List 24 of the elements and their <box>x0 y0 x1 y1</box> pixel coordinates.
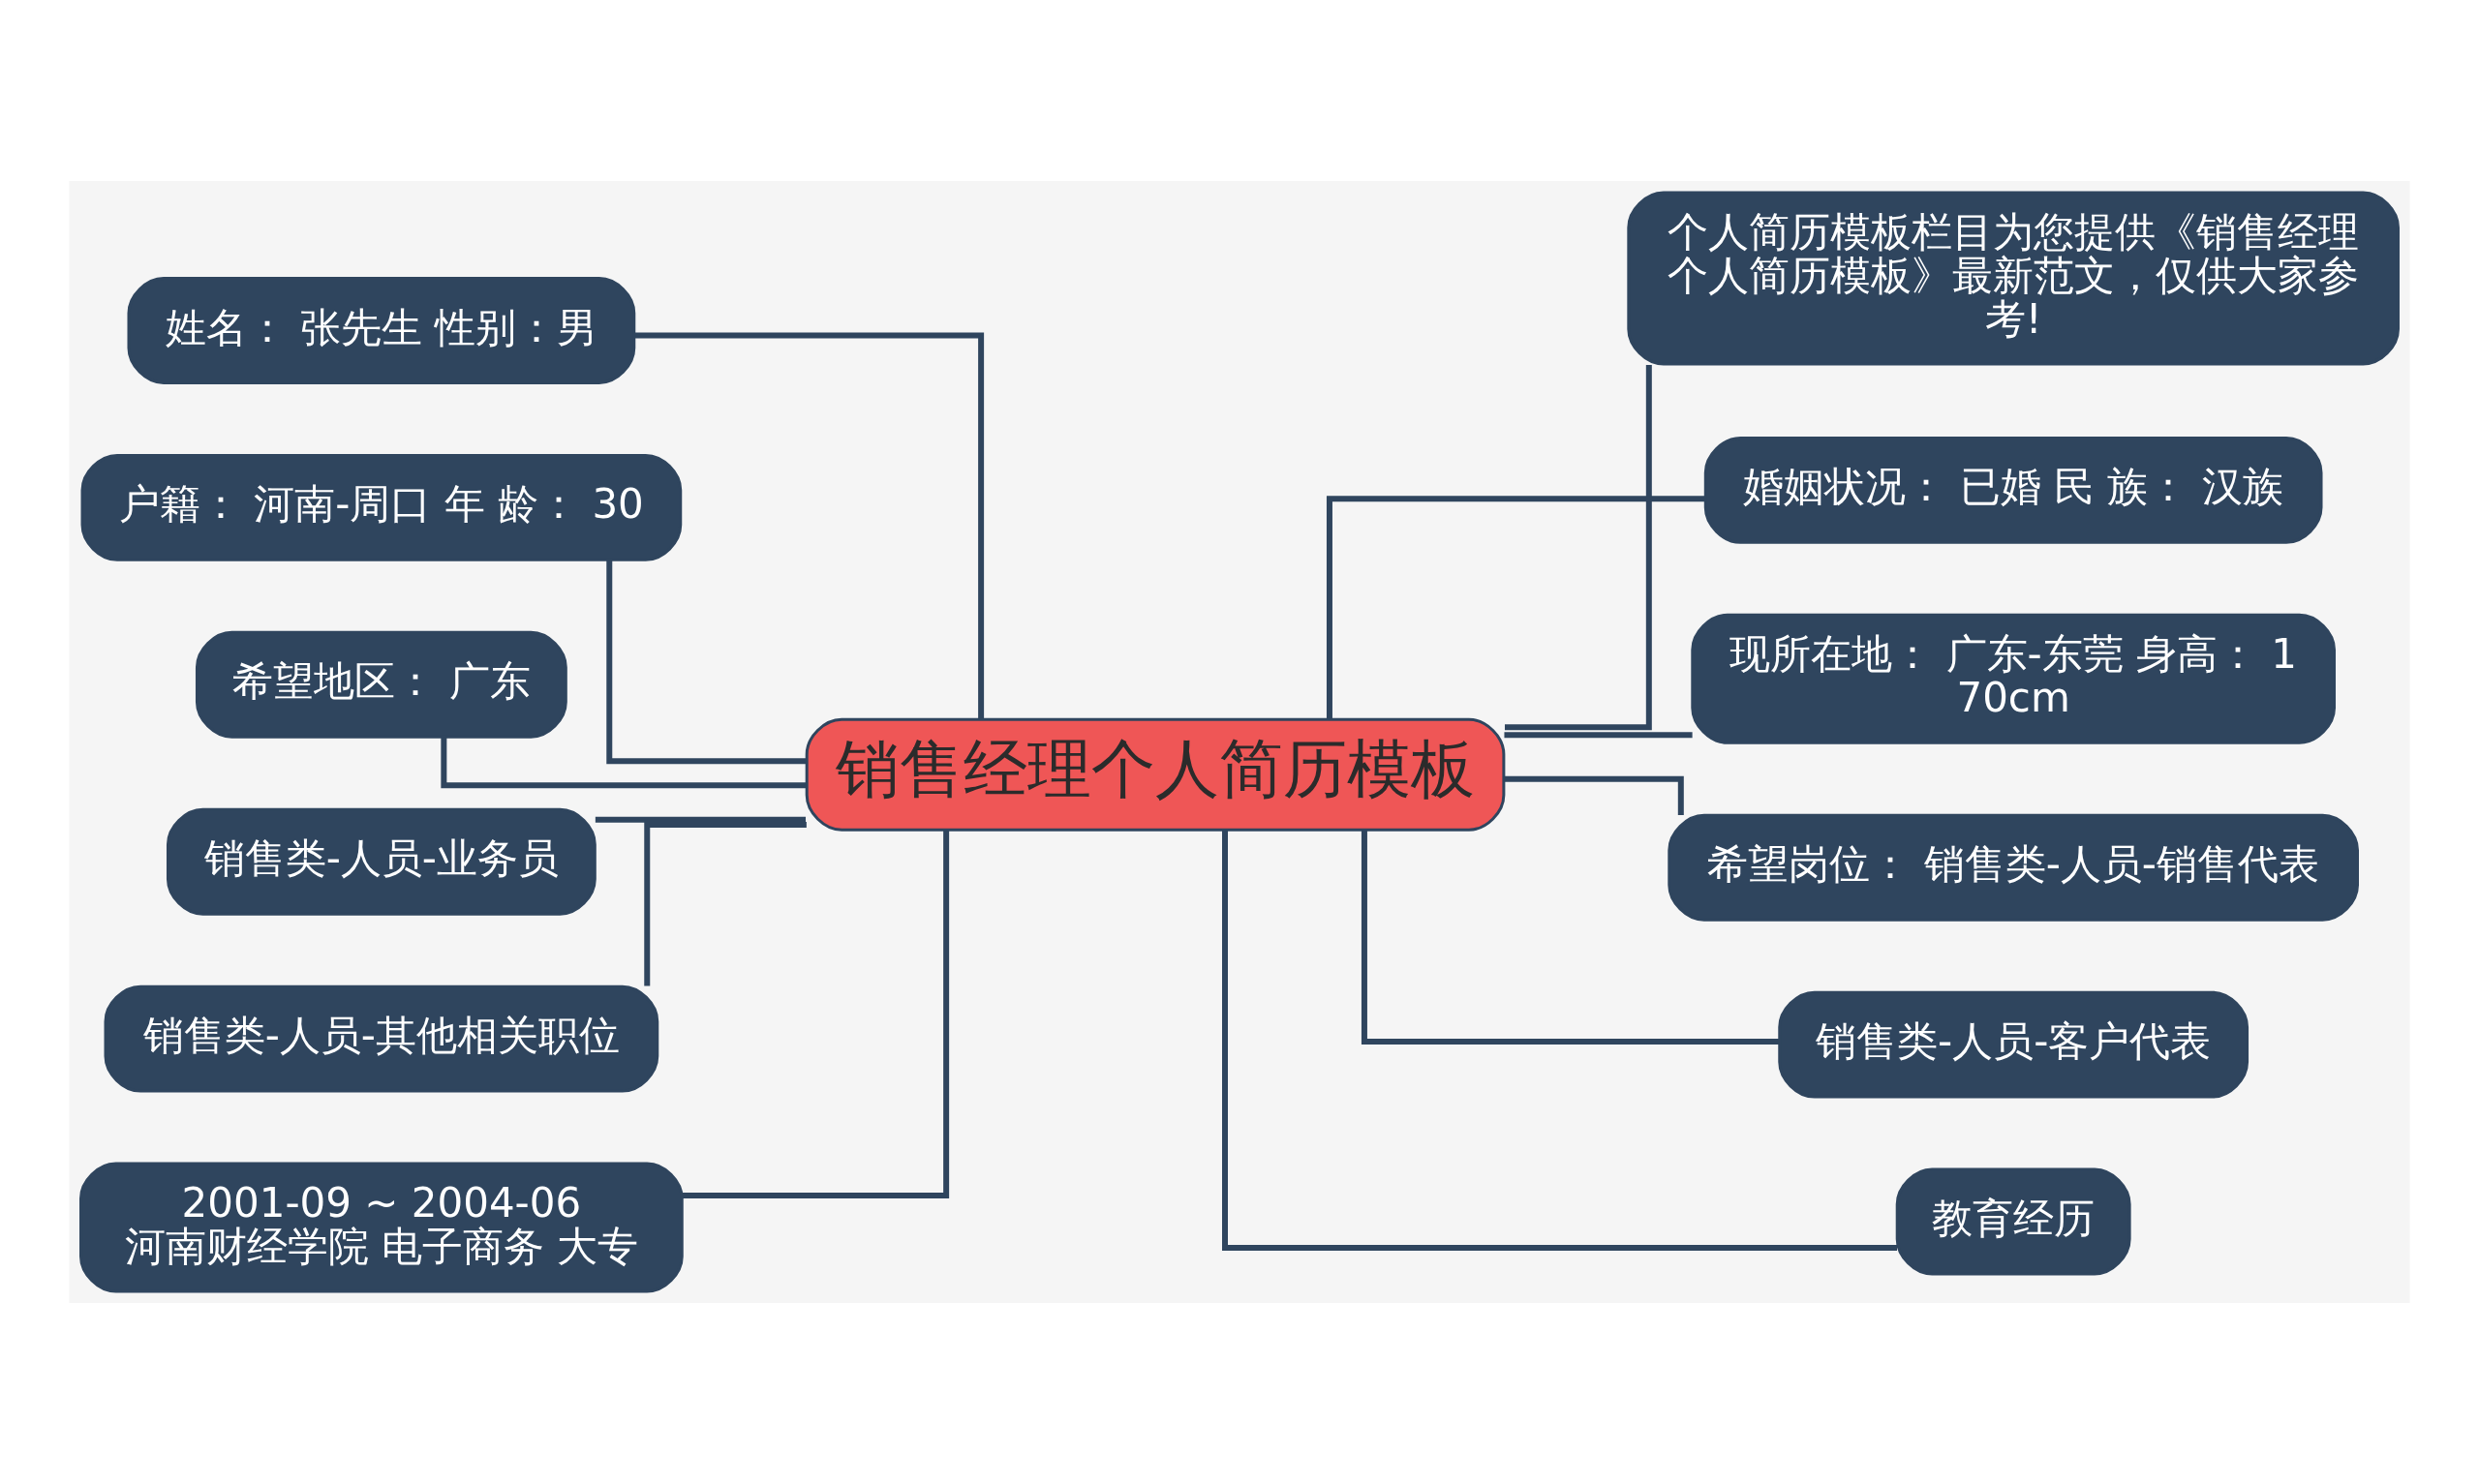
node-box: 现所在地： 广东-东莞 身高： 170cm <box>1691 613 2336 744</box>
connector <box>1222 830 1898 1251</box>
node-box: 户籍： 河南-周口 年 龄： 30 <box>80 453 683 561</box>
node-box: 教育经历 <box>1895 1167 2131 1276</box>
connector <box>1361 830 1780 1045</box>
node-box: 姓名： 张先生 性别：男 <box>127 276 636 384</box>
connector <box>634 332 985 719</box>
node-box: 希望岗位： 销售类-人员-销售代表 <box>1668 813 2359 922</box>
connector <box>595 816 806 823</box>
connector <box>1504 732 1693 739</box>
connector <box>644 821 807 986</box>
node-box: 希望地区： 广东 <box>195 630 567 739</box>
connector <box>682 830 950 1199</box>
node-box: 销售类-人员-其他相关职位 <box>104 984 659 1093</box>
node-box: 销售经理个人简历模板 <box>805 717 1506 832</box>
node-box: 销售类-人员-客户代表 <box>1778 990 2249 1099</box>
connector <box>1326 496 1706 719</box>
node-box: 2001-09 ~ 2004-06 河南财经学院 电子商务 大专 <box>79 1162 684 1293</box>
node-box: 婚姻状况： 已婚 民 族： 汉族 <box>1703 436 2323 544</box>
connector <box>606 560 807 765</box>
node-box: 销售类-人员-业务员 <box>167 807 597 916</box>
connector <box>441 737 807 789</box>
connector <box>1505 364 1652 731</box>
node-box: 个人简历模板栏目为您提供《销售经理个人简历模板》最新范文，仅供大家参考! <box>1627 191 2400 366</box>
